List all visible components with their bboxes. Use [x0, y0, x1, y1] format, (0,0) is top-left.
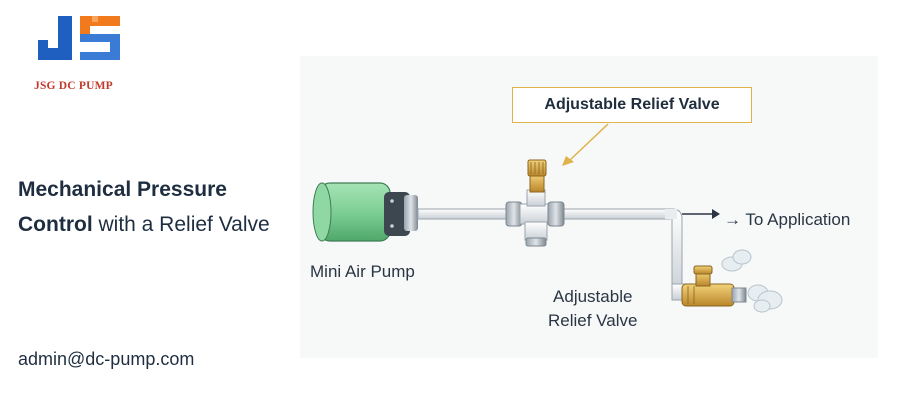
- callout-label: Adjustable Relief Valve: [512, 87, 752, 123]
- headline-bold: Mechanical Pressure Control: [18, 178, 227, 236]
- headline-rest: with a Relief Valve: [92, 213, 270, 236]
- diagram-panel: Adjustable Relief Valve Mini Air Pump → …: [300, 56, 878, 358]
- relief-label-line2: Relief Valve: [548, 311, 638, 330]
- callout-leader: [562, 123, 609, 166]
- brand-logo: JSG DC PUMP: [26, 14, 138, 96]
- pump-label: Mini Air Pump: [310, 262, 415, 281]
- application-label: → To Application: [724, 210, 851, 229]
- pump-diagram: [312, 123, 783, 313]
- contact-email[interactable]: admin@dc-pump.com: [18, 349, 195, 369]
- relief-valve-top-icon: [527, 159, 547, 193]
- air-release-icon: [721, 249, 783, 313]
- relief-label-line1: Adjustable: [553, 287, 633, 306]
- relief-valve-label: Adjustable Relief Valve: [548, 285, 637, 333]
- air-pump-icon: [312, 182, 418, 242]
- jsg-logo-icon: [38, 16, 120, 60]
- relief-valve-bottom-icon: [671, 265, 747, 307]
- pipe-line: [417, 208, 712, 293]
- tee-fitting-icon: [505, 189, 565, 247]
- brand-name: JSG DC PUMP: [34, 80, 113, 92]
- arrow-right-icon: [712, 209, 720, 219]
- page-headline: Mechanical Pressure Control with a Relie…: [18, 172, 280, 242]
